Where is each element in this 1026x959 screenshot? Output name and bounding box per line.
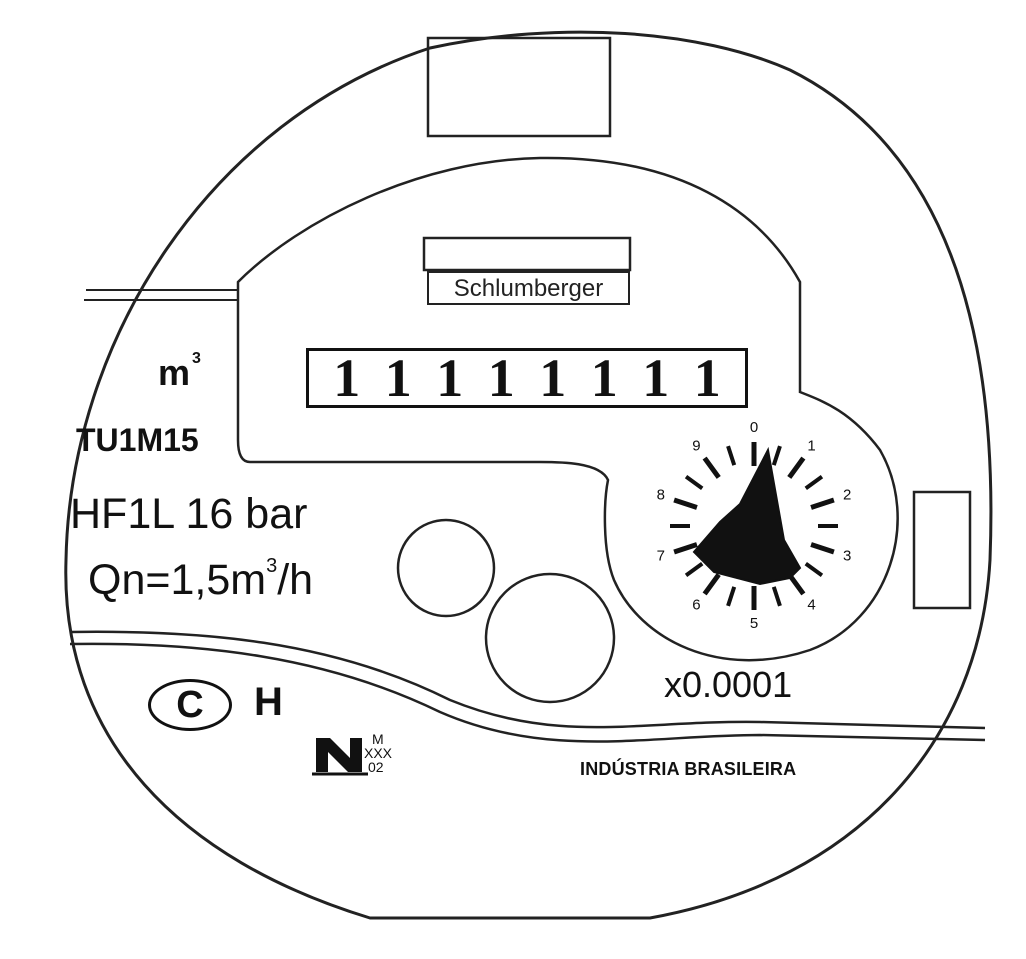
dial-tick xyxy=(810,542,835,555)
dial-tick xyxy=(787,456,806,479)
dial-number: 4 xyxy=(807,596,815,613)
outer-plate-outline xyxy=(64,30,993,920)
dial-tick xyxy=(673,542,698,555)
dial-tick xyxy=(804,475,824,490)
dial-number: 7 xyxy=(657,547,665,564)
unit-superscript: 3 xyxy=(192,350,201,367)
brand-plate xyxy=(427,271,630,305)
lower-band-line xyxy=(69,630,986,730)
register-digit: 1 xyxy=(539,348,567,408)
register-digit: 1 xyxy=(693,348,721,408)
brand-label: Schlumberger xyxy=(453,275,604,302)
dial-number: 6 xyxy=(692,596,700,613)
dial-tick xyxy=(684,562,704,577)
star-wheel-large xyxy=(484,572,616,704)
dial-number: 9 xyxy=(692,438,700,455)
dial-tick xyxy=(804,562,824,577)
approval-code-line-1: M xyxy=(372,731,384,747)
register-digit: 1 xyxy=(487,348,515,408)
star-wheel-small xyxy=(396,518,496,618)
register-odometer: 1 1 1 1 1 1 1 1 xyxy=(306,348,748,408)
register-digit: 1 xyxy=(436,348,464,408)
dial-multiplier-label: x0.0001 xyxy=(664,664,793,705)
dial-tick xyxy=(702,456,721,479)
register-digit: 1 xyxy=(333,348,361,408)
dial-ticks xyxy=(670,442,838,610)
approval-code-line-2: XXX xyxy=(364,745,393,761)
dial-tick xyxy=(771,445,782,466)
register-window-outline xyxy=(236,156,899,662)
unit-text: m xyxy=(158,352,191,393)
dial-tick xyxy=(684,475,704,490)
brand-plate-top xyxy=(422,236,632,272)
register-digit: 1 xyxy=(642,348,670,408)
flow-prefix: Qn=1,5m xyxy=(88,556,267,604)
dial-tick xyxy=(810,497,835,510)
dial-number: 1 xyxy=(807,438,815,455)
dial-tick xyxy=(771,586,782,607)
model-label: TU1M15 xyxy=(76,422,199,458)
top-tab xyxy=(426,36,612,138)
mounting-position-label: H xyxy=(254,680,283,724)
approval-code-line-3: 02 xyxy=(368,759,384,775)
register-digit: 1 xyxy=(590,348,618,408)
dial-number: 3 xyxy=(843,547,851,564)
dial-number: 0 xyxy=(750,419,758,436)
pressure-label: HF1L 16 bar xyxy=(70,490,308,538)
dial-numbers: 0 1 2 3 4 5 6 7 8 9 xyxy=(657,419,852,632)
dial-number: 5 xyxy=(750,615,758,632)
dial-tick xyxy=(702,573,721,596)
register-digit: 1 xyxy=(384,348,412,408)
flow-suffix: /h xyxy=(277,556,314,604)
lower-band-line xyxy=(69,642,986,743)
dial-number: 8 xyxy=(657,487,665,504)
right-tab xyxy=(912,490,972,610)
nominal-flow-label: Qn=1,5m3/h xyxy=(88,555,313,605)
dial-tick xyxy=(673,497,698,510)
dial-number: 2 xyxy=(843,487,851,504)
flow-superscript: 3 xyxy=(266,555,278,577)
metrological-class-badge: C xyxy=(148,679,232,731)
inmetro-logo xyxy=(312,738,368,776)
dial-tick xyxy=(726,586,737,607)
dial-pointer xyxy=(692,446,802,586)
origin-label: INDÚSTRIA BRASILEIRA xyxy=(580,759,797,779)
dial-tick xyxy=(726,445,737,466)
